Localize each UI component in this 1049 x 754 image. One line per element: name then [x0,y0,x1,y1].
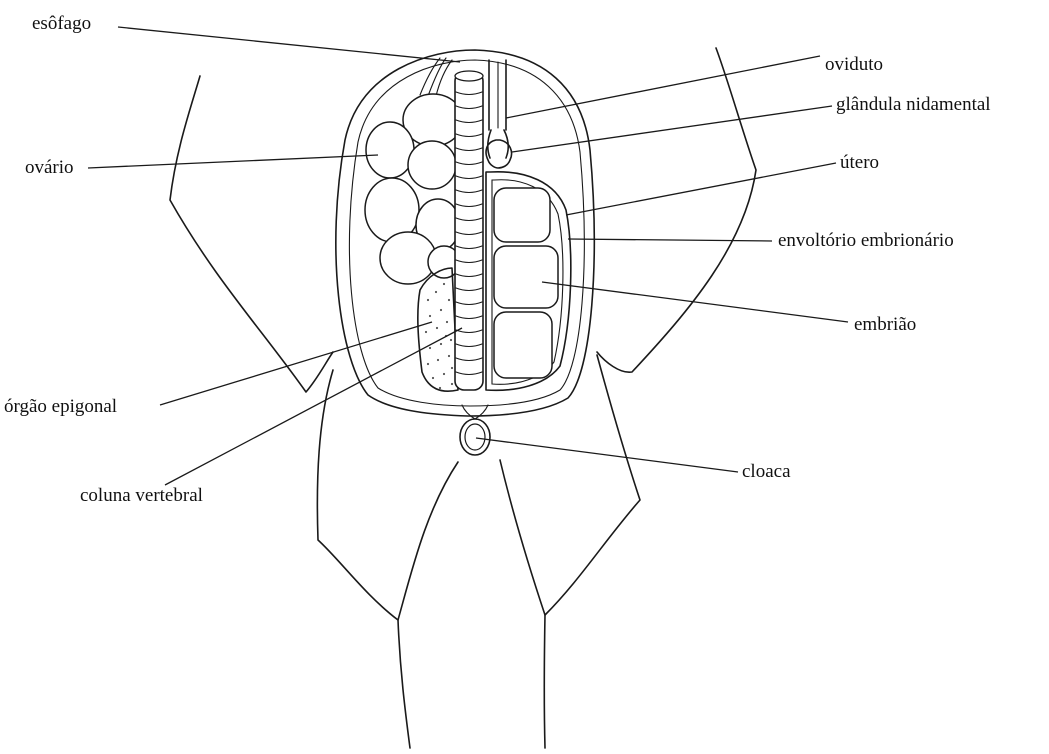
label-glandula-nidamental: glândula nidamental [836,94,991,115]
left-pectoral-fin-outline [170,76,333,392]
right-pectoral-fin-outline [597,48,756,372]
label-utero: útero [840,152,879,173]
label-coluna-vertebral: coluna vertebral [80,485,203,506]
leader-envoltorio [568,239,772,241]
leader-utero [566,163,836,215]
cloaca-connection [462,405,488,419]
label-esofago: esôfago [32,13,91,34]
leader-oviduto [506,56,820,118]
tail-right-outline [544,615,545,748]
leader-orgao-epigonal [160,322,432,405]
epigonal-organ [418,268,458,391]
ovary [365,94,463,284]
vertebral-column [455,71,483,390]
left-pelvic-fin-outline [317,370,458,620]
leader-coluna-vertebral [165,328,462,485]
label-orgao-epigonal: órgão epigonal [4,396,117,417]
label-envoltorio: envoltório embrionário [778,230,954,251]
esophagus-tip [420,58,452,96]
leader-esofago [118,27,460,62]
embryo-envelope-2 [494,246,558,308]
oviduct [488,60,508,158]
leader-cloaca [476,438,738,472]
right-pelvic-fin-outline [500,355,640,615]
leader-glandula-nidamental [512,106,832,152]
label-oviduto: oviduto [825,54,883,75]
leader-ovario [88,155,378,168]
label-ovario: ovário [25,157,74,178]
label-embriao: embrião [854,314,916,335]
label-cloaca: cloaca [742,461,791,482]
embryo-envelope-1 [494,188,550,242]
embryo-envelope-3 [494,312,552,378]
leader-embriao [542,282,848,322]
epigonal-organ-stipple [425,283,453,389]
tail-left-outline [398,620,410,748]
